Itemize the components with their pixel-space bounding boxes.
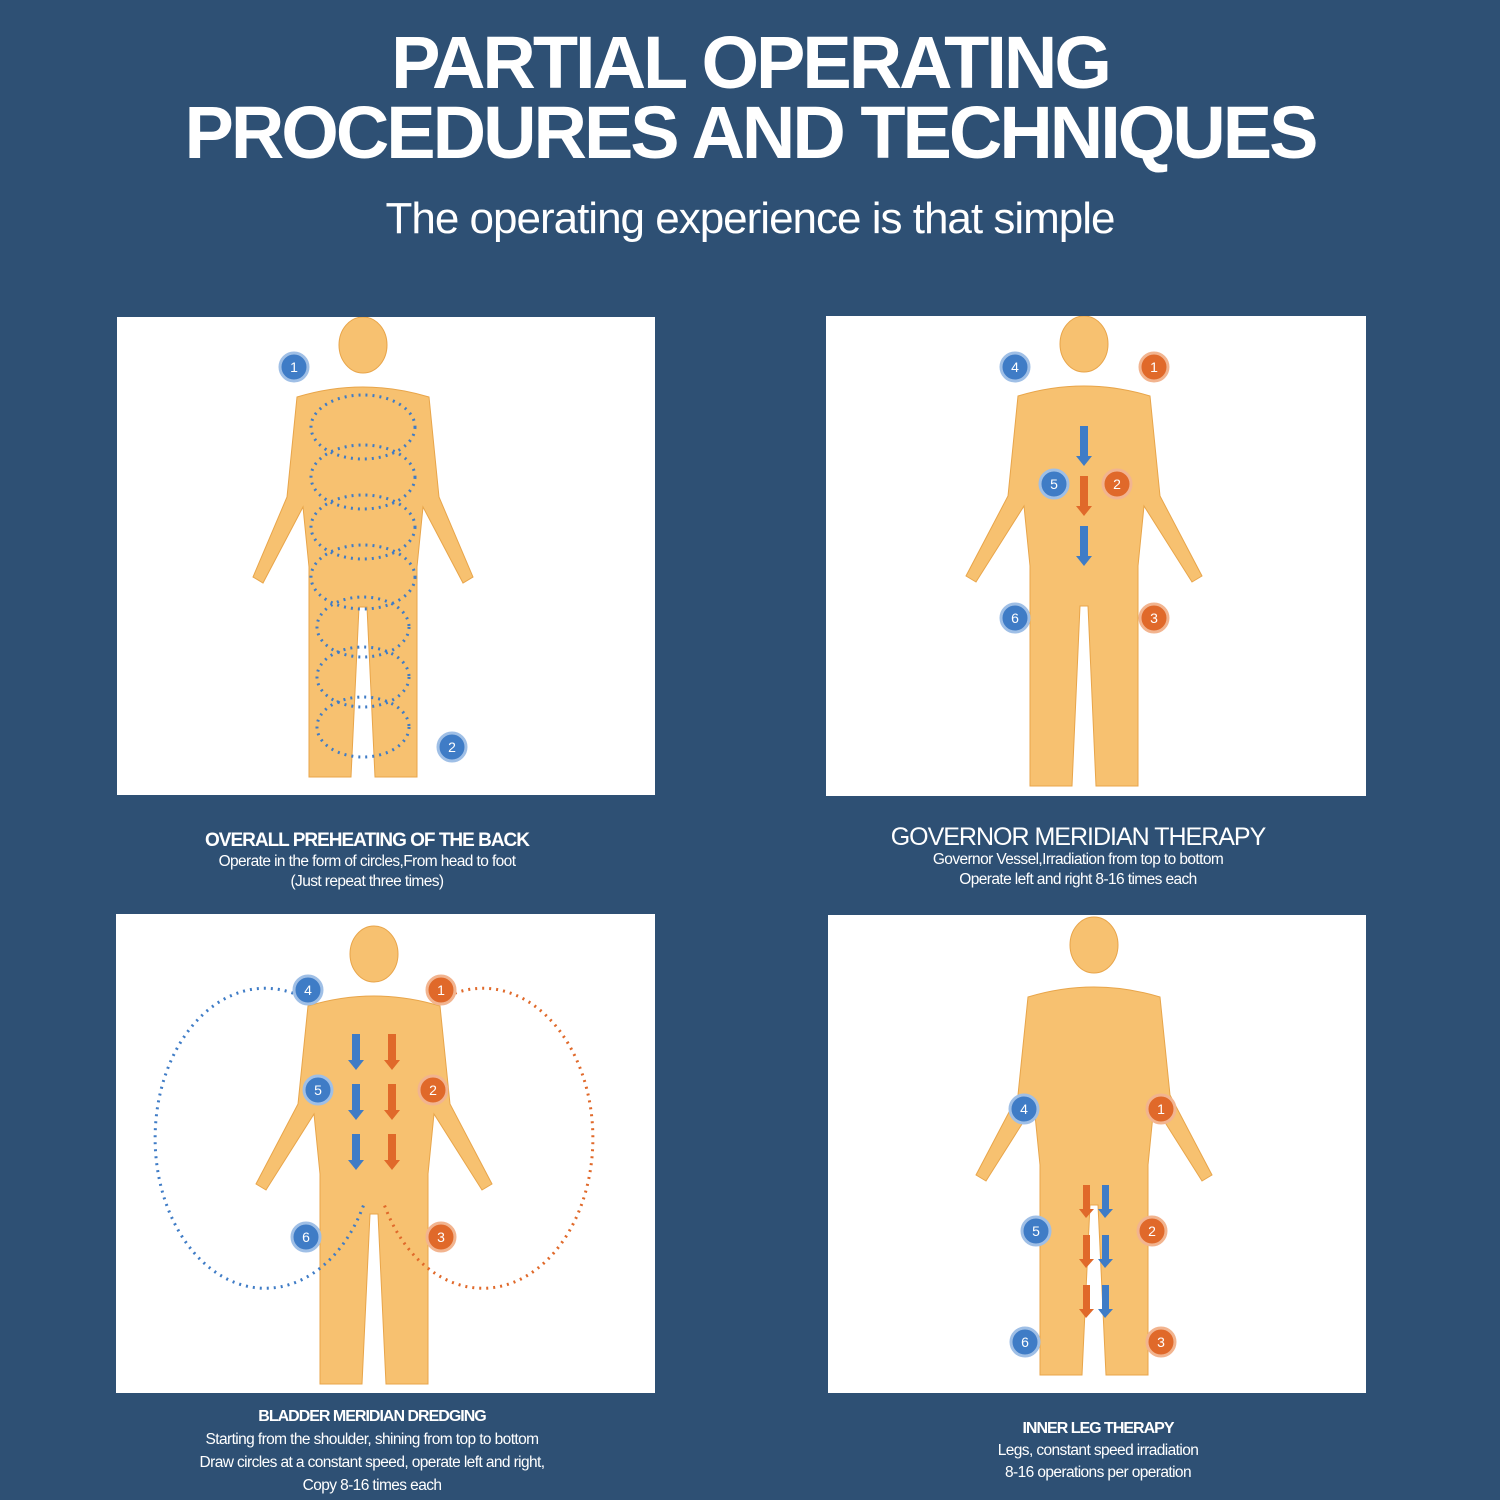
marker-label: 3 — [437, 1229, 445, 1245]
caption-title: INNER LEG THERAPY — [1022, 1420, 1174, 1437]
marker-label: 4 — [1020, 1101, 1028, 1117]
marker-label: 1 — [437, 982, 445, 998]
body-figure-illustration: 1 2 — [252, 317, 474, 778]
marker-label: 1 — [1157, 1101, 1165, 1117]
marker-label: 5 — [314, 1082, 322, 1098]
body-figure-illustration: 4 1 5 2 6 3 — [965, 316, 1203, 787]
title-line-1: PARTIAL OPERATING — [391, 21, 1112, 104]
marker-label: 2 — [1113, 476, 1121, 492]
marker-label: 6 — [302, 1229, 310, 1245]
panel-governor-meridian: 4 1 5 2 6 3 — [826, 316, 1366, 796]
marker-3: 3 — [1138, 602, 1170, 634]
marker-label: 2 — [1148, 1223, 1156, 1239]
marker-6: 6 — [290, 1221, 322, 1253]
circle-path — [153, 986, 595, 1290]
marker-2: 2 — [417, 1074, 449, 1106]
caption-title: BLADDER MERIDIAN DREDGING — [258, 1408, 486, 1425]
marker-4: 4 — [999, 351, 1031, 383]
marker-1: 1 — [1138, 351, 1170, 383]
body-figure-illustration: 4 1 5 2 6 3 — [153, 925, 595, 1385]
page-title: PARTIAL OPERATING PROCEDURES AND TECHNIQ… — [0, 21, 1500, 174]
marker-label: 3 — [1157, 1334, 1165, 1350]
marker-2: 2 — [1101, 468, 1133, 500]
caption-governor-meridian: GOVERNOR MERIDIAN THERAPY Governor Vesse… — [878, 824, 1278, 890]
panel-back-preheating: 1 2 — [117, 317, 655, 795]
body-figure — [252, 317, 474, 778]
body-figure — [255, 925, 493, 1385]
marker-label: 2 — [448, 739, 456, 755]
marker-label: 1 — [1150, 359, 1158, 375]
caption-line: Copy 8-16 times each — [302, 1477, 442, 1494]
body-figure — [965, 316, 1203, 787]
marker-label: 3 — [1150, 610, 1158, 626]
caption-line: 8-16 operations per operation — [1005, 1464, 1192, 1481]
marker-3: 3 — [425, 1221, 457, 1253]
page-subtitle: The operating experience is that simple — [385, 194, 1116, 243]
caption-line: Starting from the shoulder, shining from… — [205, 1431, 540, 1448]
caption-bladder-meridian: BLADDER MERIDIAN DREDGING Starting from … — [132, 1406, 612, 1497]
marker-label: 2 — [429, 1082, 437, 1098]
marker-label: 5 — [1050, 476, 1058, 492]
body-figure — [975, 916, 1213, 1376]
caption-line: (Just repeat three times) — [290, 873, 445, 890]
caption-title: GOVERNOR MERIDIAN THERAPY — [890, 823, 1267, 851]
title-line-2: PROCEDURES AND TECHNIQUES — [184, 91, 1318, 174]
circle-path — [309, 393, 417, 759]
marker-label: 1 — [290, 359, 298, 375]
marker-5: 5 — [1020, 1215, 1052, 1247]
body-figure-illustration: 4 1 5 2 6 3 — [975, 916, 1213, 1376]
marker-label: 4 — [1011, 359, 1019, 375]
marker-3: 3 — [1145, 1326, 1177, 1358]
marker-4: 4 — [1008, 1093, 1040, 1125]
marker-label: 5 — [1032, 1223, 1040, 1239]
marker-1: 1 — [1145, 1093, 1177, 1125]
arrows — [1076, 426, 1092, 566]
caption-line: Governor Vessel,Irradiation from top to … — [932, 851, 1224, 868]
panel-inner-leg: 4 1 5 2 6 3 — [828, 915, 1366, 1393]
caption-line: Legs, constant speed irradiation — [997, 1442, 1199, 1459]
marker-5: 5 — [302, 1074, 334, 1106]
caption-line: Operate left and right 8-16 times each — [959, 871, 1197, 888]
marker-4: 4 — [292, 974, 324, 1006]
caption-line: Draw circles at a constant speed, operat… — [199, 1454, 546, 1471]
caption-line: Operate in the form of circles,From head… — [218, 853, 516, 870]
marker-2: 2 — [436, 731, 468, 763]
marker-label: 4 — [304, 982, 312, 998]
marker-2: 2 — [1136, 1215, 1168, 1247]
marker-1: 1 — [278, 351, 310, 383]
marker-1: 1 — [425, 974, 457, 1006]
caption-back-preheating: OVERALL PREHEATING OF THE BACK Operate i… — [117, 830, 617, 892]
marker-6: 6 — [1009, 1326, 1041, 1358]
caption-title: OVERALL PREHEATING OF THE BACK — [205, 830, 530, 851]
marker-5: 5 — [1038, 468, 1070, 500]
panel-bladder-meridian: 4 1 5 2 6 3 — [116, 914, 655, 1393]
caption-inner-leg: INNER LEG THERAPY Legs, constant speed i… — [928, 1418, 1268, 1484]
marker-label: 6 — [1021, 1334, 1029, 1350]
marker-label: 6 — [1011, 610, 1019, 626]
marker-6: 6 — [999, 602, 1031, 634]
